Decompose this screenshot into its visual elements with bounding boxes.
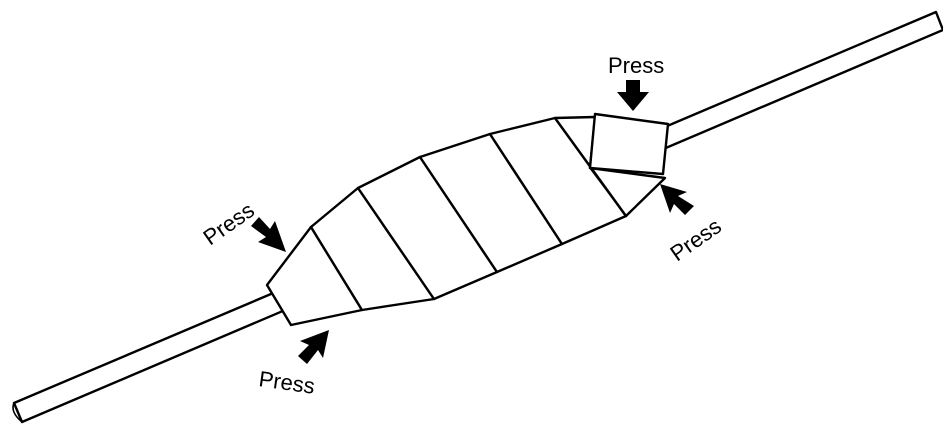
arrow-pointing-icon xyxy=(660,184,694,215)
tape-wrap xyxy=(265,112,670,327)
press-label-left: Press xyxy=(199,197,259,250)
rod-left-end xyxy=(12,402,23,423)
arrows xyxy=(251,80,694,364)
arrow-pointing-icon xyxy=(251,217,286,252)
press-label-bottom-left: Press xyxy=(257,366,316,399)
press-label-right: Press xyxy=(666,213,726,266)
arrow-pointing-icon xyxy=(617,80,649,111)
press-label-top-right: Press xyxy=(608,53,664,78)
wrap-fold-edge xyxy=(554,116,627,217)
arrow-pointing-icon xyxy=(298,330,329,364)
wrap-end-cap xyxy=(588,112,670,176)
